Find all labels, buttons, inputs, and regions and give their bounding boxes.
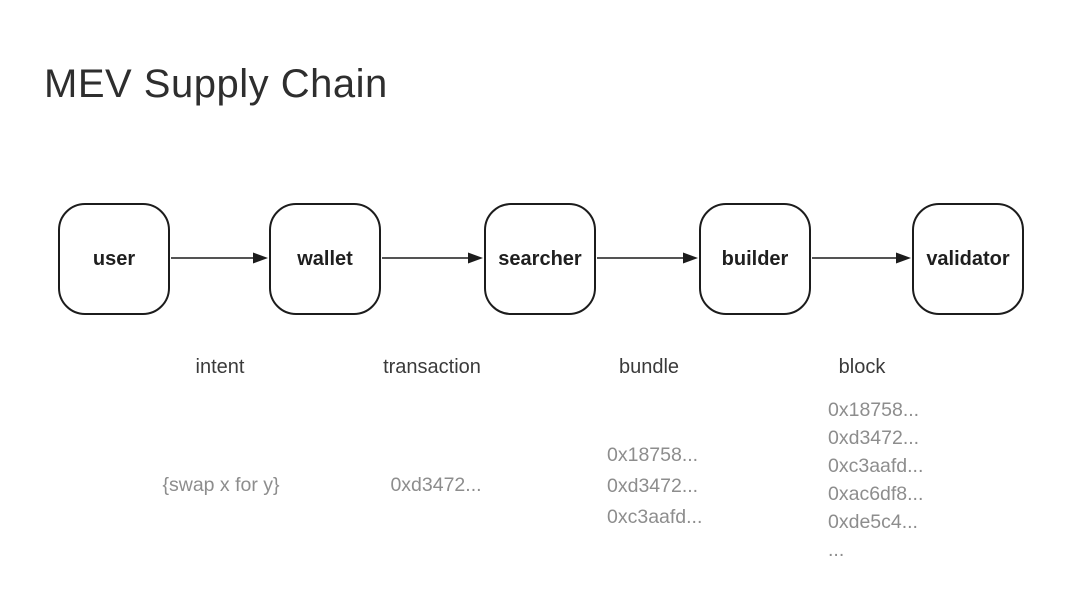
node-searcher: searcher xyxy=(484,203,596,315)
block-example-item: 0xac6df8... xyxy=(828,483,924,505)
node-wallet-label: wallet xyxy=(297,247,353,270)
block-example-item: 0xd3472... xyxy=(828,427,920,449)
transaction-example: 0xd3472... xyxy=(390,474,482,496)
block-example-item: 0xc3aafd... xyxy=(828,455,924,477)
stage-label-intent: intent xyxy=(195,356,245,378)
stage-label-transaction: transaction xyxy=(383,356,481,378)
arrow-right-icon-builder-validator xyxy=(812,252,911,264)
node-validator-label: validator xyxy=(926,247,1010,270)
node-user: user xyxy=(58,203,170,315)
node-builder-label: builder xyxy=(721,247,789,270)
block-example-item: 0x18758... xyxy=(828,399,920,421)
bundle-example-item: 0xd3472... xyxy=(607,475,699,497)
bundle-example-item: 0xc3aafd... xyxy=(607,506,703,528)
node-wallet: wallet xyxy=(269,203,381,315)
node-builder: builder xyxy=(699,203,811,315)
intent-example: {swap x for y} xyxy=(162,474,280,496)
block-example-item: ... xyxy=(828,539,845,561)
arrow-right-icon-wallet-searcher xyxy=(382,252,483,264)
arrow-right-icon-searcher-builder xyxy=(597,252,698,264)
node-searcher-label: searcher xyxy=(498,247,582,270)
stage-label-bundle: bundle xyxy=(618,356,680,378)
page-title: MEV Supply Chain xyxy=(44,62,388,106)
stage-label-block: block xyxy=(838,356,886,378)
node-user-label: user xyxy=(92,247,136,270)
node-validator: validator xyxy=(912,203,1024,315)
block-example-list: 0x18758... 0xd3472... 0xc3aafd... 0xac6d… xyxy=(828,396,923,564)
bundle-example-item: 0x18758... xyxy=(607,444,699,466)
block-example-item: 0xde5c4... xyxy=(828,511,918,533)
arrow-right-icon-user-wallet xyxy=(171,252,268,264)
bundle-example-list: 0x18758... 0xd3472... 0xc3aafd... xyxy=(607,440,702,533)
